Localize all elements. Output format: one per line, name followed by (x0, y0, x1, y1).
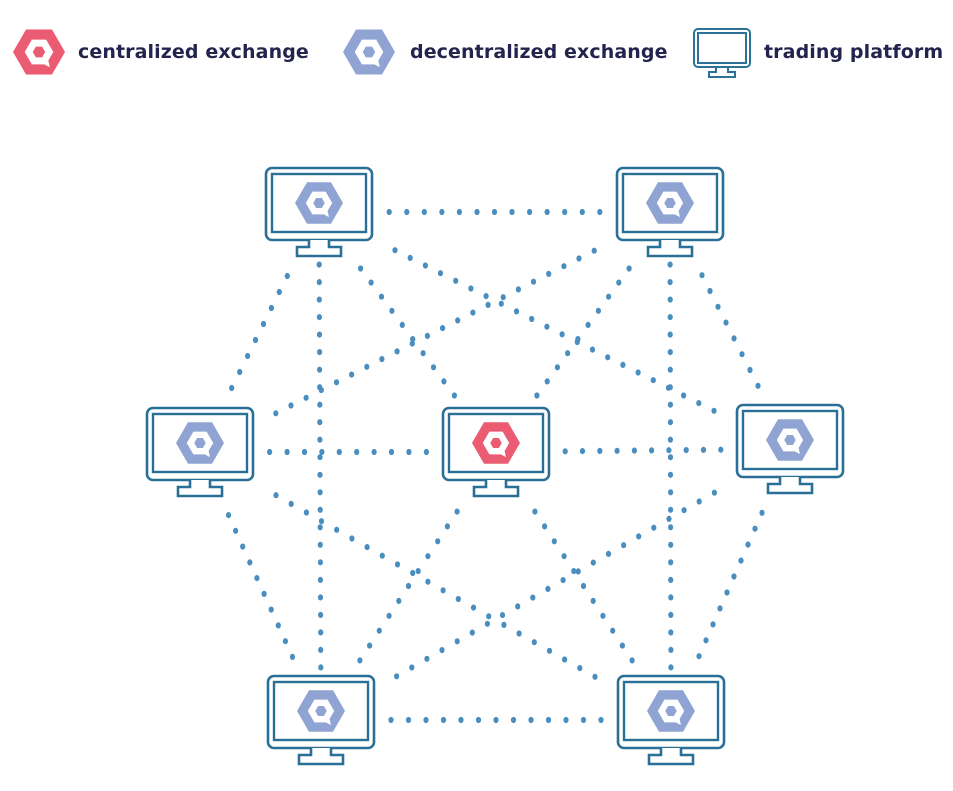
trading-platform-icon (693, 28, 751, 78)
decentralized-exchange-icon (766, 419, 814, 461)
nodes (145, 166, 845, 766)
legend-item-centralized-exchange: centralized exchange (10, 24, 309, 80)
connection-center-bottom-right (532, 508, 635, 664)
legend-item-trading-platform: trading platform (692, 24, 943, 80)
connection-top-left-top-right (386, 208, 603, 216)
decentralized-exchange-icon (343, 29, 395, 75)
legend-label: centralized exchange (78, 41, 309, 63)
centralized-exchange-icon (13, 29, 65, 75)
connection-top-right-bottom-right (667, 261, 674, 671)
legend-label: trading platform (764, 41, 944, 63)
trading-platform-node-middle-left (145, 406, 255, 498)
connection-middle-right-bottom-left (394, 489, 718, 680)
legend-item-decentralized-exchange: decentralized exchange (340, 24, 668, 80)
connection-middle-right-bottom-right (696, 509, 765, 660)
trading-platform-node-bottom-left (266, 674, 376, 766)
connection-bottom-left-bottom-right (388, 716, 604, 724)
connection-middle-left-center (267, 448, 429, 456)
connection-top-left-middle-left (229, 272, 290, 392)
decentralized-exchange-icon (647, 690, 695, 732)
connections (225, 208, 765, 724)
connection-top-left-middle-right (392, 247, 717, 414)
connection-middle-left-bottom-left (225, 511, 296, 661)
connection-center-bottom-left (357, 508, 460, 664)
connection-center-middle-right (562, 446, 724, 455)
decentralized-exchange-icon (297, 690, 345, 732)
trading-platform-node-top-left (264, 166, 374, 258)
trading-platform-node-bottom-right (616, 674, 726, 766)
legend-label: decentralized exchange (410, 41, 668, 63)
connection-top-right-middle-left (273, 247, 597, 417)
connection-top-right-middle-right (699, 272, 761, 389)
decentralized-exchange-icon (176, 422, 224, 464)
legend: centralized exchange decentralized excha… (0, 24, 953, 80)
connection-top-left-bottom-left (316, 261, 324, 671)
connection-top-left-center (358, 265, 457, 399)
trading-platform-node-middle-right (735, 403, 845, 495)
decentralized-exchange-icon (646, 182, 694, 224)
connection-middle-left-bottom-right (273, 492, 598, 680)
trading-platform-node-center (441, 406, 551, 498)
centralized-exchange-icon (472, 422, 520, 464)
trading-platform-node-top-right (615, 166, 725, 258)
connection-top-right-center (534, 265, 632, 399)
decentralized-exchange-icon (295, 182, 343, 224)
